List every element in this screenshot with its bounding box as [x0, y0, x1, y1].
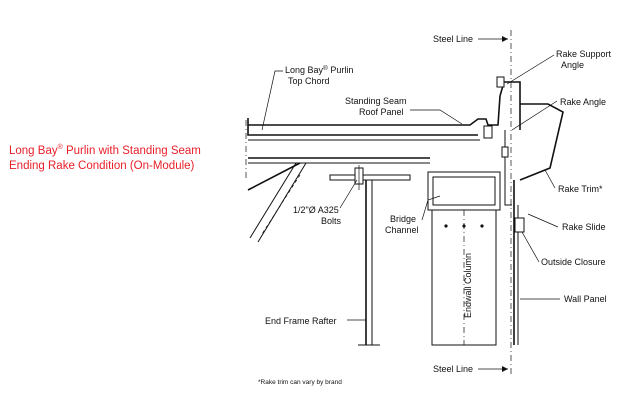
standing-seam-roof-panel [248, 95, 501, 126]
bridge-label-line-2: Channel [385, 225, 419, 235]
rake-trim-label: Rake Trim* [558, 184, 603, 194]
rake-support-label-line-1: Rake Support [556, 49, 612, 59]
bridge-label-line-1: Bridge [390, 214, 416, 224]
rake-angle-leader [511, 100, 558, 131]
steel-line-top-arrow [502, 36, 508, 42]
caption-text: Long Bay [9, 144, 58, 157]
column-bolt-hole-1 [444, 224, 448, 228]
caption-text: Purlin with Standing Seam [62, 144, 201, 157]
steel-line-top-label: Steel Line [433, 34, 473, 44]
end-frame-rafter-label: End Frame Rafter [265, 316, 337, 326]
purlin-top-chord-top [247, 118, 478, 136]
registered-mark: ® [57, 144, 63, 151]
column-bolt-hole-3 [462, 224, 466, 228]
bolts-label-line-2: Bolts [321, 216, 342, 226]
purlin-leader [261, 70, 283, 131]
outside-closure-leader [521, 231, 540, 263]
support-bolt [496, 76, 505, 88]
bridge-channel-inner [432, 176, 496, 206]
purlin-label-line-1: Long Bay® Purlin [285, 64, 353, 75]
bolt-plate [329, 174, 411, 181]
steel-line-bottom-label: Steel Line [433, 364, 473, 374]
outside-closure [514, 217, 525, 233]
rake-support-angle [499, 81, 521, 130]
rake-angle-label: Rake Angle [560, 97, 606, 107]
rake-angle-clip [501, 146, 509, 158]
rake-angle [504, 130, 512, 206]
rake-support-leader [506, 54, 555, 85]
diagram-caption: Long Bay® Purlin with Standing Seam Endi… [9, 140, 209, 174]
footnote: *Rake trim can vary by brand [258, 379, 342, 386]
rake-support-label-line-2: Angle [561, 60, 584, 70]
bolts-leader [339, 179, 358, 209]
rafter-diagonal-left [249, 162, 297, 239]
bolts-label-line-1: 1/2"Ø A325 [293, 205, 339, 215]
standing-seam-label-line-1: Standing Seam [345, 96, 407, 106]
bridge-leader [421, 195, 441, 221]
steel-line-bottom-arrow [502, 366, 508, 372]
wall-panel-label: Wall Panel [564, 294, 607, 304]
rake-slide-leader [527, 213, 559, 228]
rake-trim [519, 103, 564, 181]
bridge-channel [427, 171, 501, 211]
endwall-column-label: Endwall Column [463, 253, 473, 318]
caption-line-1: Long Bay® Purlin with Standing Seam [9, 140, 209, 159]
column-bolt-hole-2 [480, 224, 484, 228]
purlin-label-line-2: Top Chord [288, 76, 330, 86]
rake-angle-bolt [483, 125, 493, 139]
rake-trim-leader [544, 169, 556, 189]
rake-slide-label: Rake Slide [562, 222, 606, 232]
outside-closure-label: Outside Closure [541, 257, 606, 267]
standing-seam-leader [410, 109, 463, 125]
standing-seam-label-line-2: Roof Panel [359, 107, 404, 117]
rafter-web-top [247, 162, 301, 191]
caption-line-2: Ending Rake Condition (On-Module) [9, 159, 195, 172]
